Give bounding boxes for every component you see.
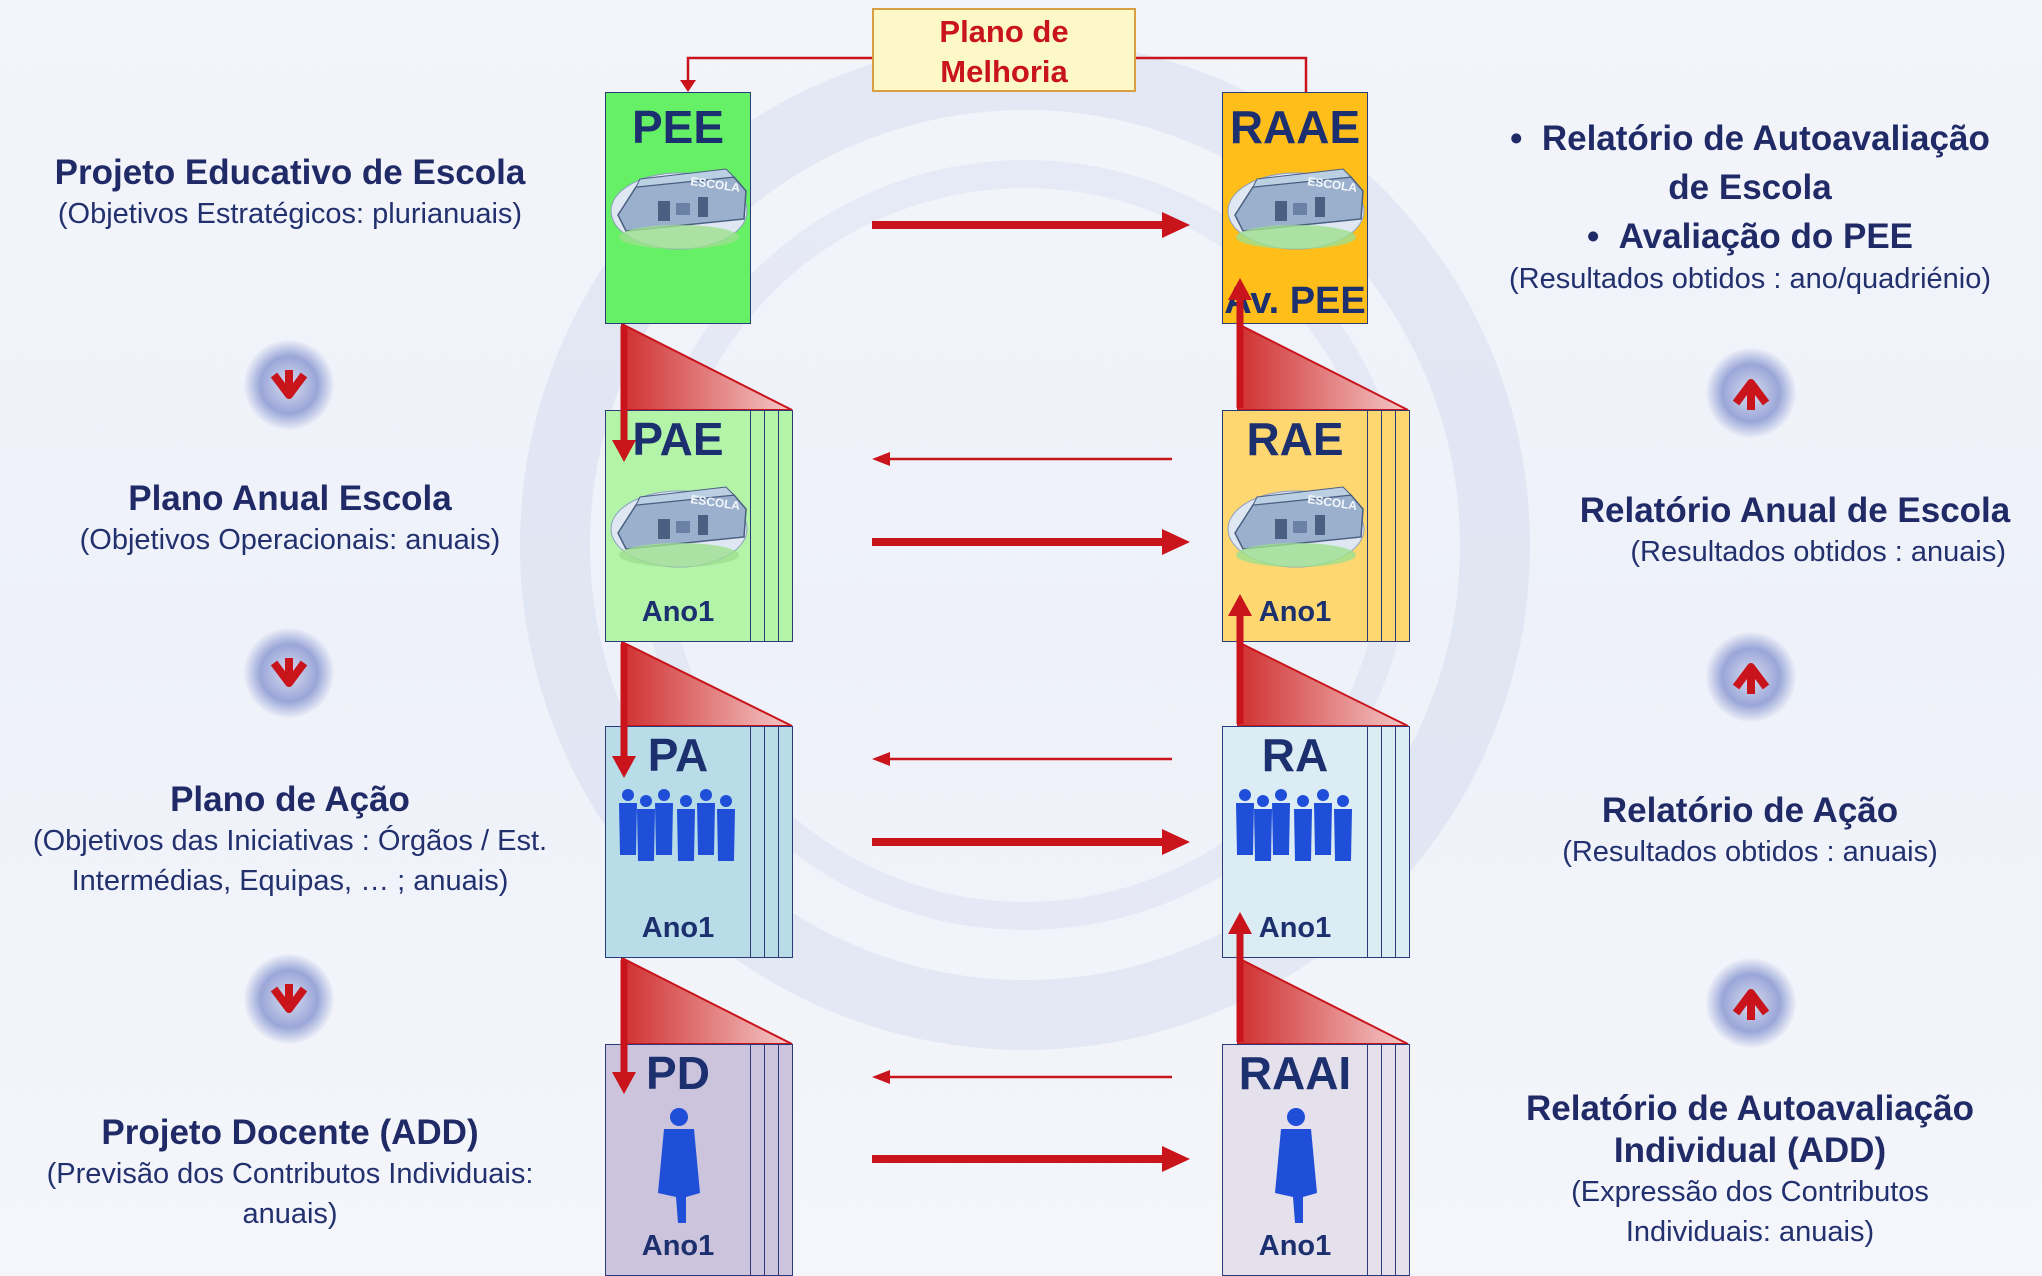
label-title: Projeto Educativo de Escola	[54, 153, 526, 192]
card-code: PAE	[632, 413, 724, 465]
label-sub: (Resultados obtidos : anuais)	[1562, 836, 1938, 868]
card-right-raai: RAAI Ano1	[1222, 1044, 1368, 1276]
card-subtitle: Ano1	[641, 596, 715, 628]
card-subtitle: Ano1	[1258, 912, 1332, 944]
up-arrow-icon	[1706, 958, 1796, 1048]
bullet-line-1: • Relatório de Autoavaliação	[1510, 119, 1990, 158]
plano-line2: Melhoria	[940, 54, 1068, 89]
card-code: PEE	[631, 101, 725, 153]
label-pd: Projeto Docente (ADD) (Previsão dos Cont…	[0, 1112, 580, 1234]
card-right-ra: RA Ano1	[1222, 726, 1368, 958]
label-ra: Relatório de Ação (Resultados obtidos : …	[1510, 790, 1990, 872]
label-rae: Relatório Anual de Escola (Resultados ob…	[1550, 490, 2040, 572]
plano-de-melhoria-box: Plano de Melhoria	[872, 8, 1136, 92]
plano-line1: Plano de	[939, 14, 1069, 49]
arrow-left-1-head	[872, 452, 890, 466]
bullet-line-2: • Avaliação do PEE	[1586, 217, 1914, 256]
card-subtitle: Ano1	[641, 912, 715, 944]
arrow-left-3-head	[872, 1070, 890, 1084]
arrow-right-3-head	[1162, 829, 1190, 855]
label-sub: (Objetivos Estratégicos: plurianuais)	[57, 198, 523, 230]
school-building-icon: ESCOLA	[606, 155, 750, 260]
card-subtitle: Av. PEE	[1224, 280, 1366, 322]
label-sub: (Resultados obtidos : anuais)	[1630, 536, 2006, 568]
card-code: PA	[647, 729, 709, 781]
label-title: Relatório Anual de Escola	[1579, 491, 2011, 530]
card-right-raae: RAAE ESCOLA Av. PEE	[1222, 92, 1368, 324]
school-building-icon: ESCOLA	[1223, 473, 1367, 578]
label-title: Projeto Docente (ADD)	[101, 1113, 479, 1152]
school-building-icon: ESCOLA	[606, 473, 750, 578]
card-subtitle: Ano1	[1258, 596, 1332, 628]
label-sub: (Objetivos das Iniciativas : Órgãos / Es…	[32, 825, 548, 857]
label-sub: (Objetivos Operacionais: anuais)	[79, 524, 501, 556]
label-bullet1a: Relatório de Autoavaliação	[1541, 119, 1990, 158]
card-subtitle: Ano1	[1258, 1230, 1332, 1262]
down-arrow-icon	[244, 340, 334, 430]
label-sub2: Individuais: anuais)	[1625, 1216, 1875, 1248]
label-bullet1b: de Escola	[1668, 168, 1832, 207]
label-sub: (Expressão dos Contributos	[1571, 1176, 1929, 1208]
escola-sign-text: ESCOLA	[690, 174, 742, 195]
plano-connector-left	[686, 56, 872, 88]
label-sub: (Previsão dos Contributos Individuais:	[46, 1158, 534, 1190]
label-title: Relatório de Ação	[1601, 791, 1899, 830]
label-title: Plano Anual Escola	[128, 479, 452, 518]
up-arrow-icon	[1706, 348, 1796, 438]
card-right-rae: RAE ESCOLA Ano1	[1222, 410, 1368, 642]
label-pee: Projeto Educativo de Escola (Objetivos E…	[20, 152, 560, 234]
arrow-right-1-head	[1162, 212, 1190, 238]
people-group-icon	[606, 787, 750, 902]
label-pa: Plano de Ação (Objetivos das Iniciativas…	[0, 779, 580, 901]
people-group-icon	[1223, 787, 1367, 902]
arrow-up-3-head	[1228, 912, 1252, 934]
label-title2: Individual (ADD)	[1613, 1131, 1887, 1170]
card-code: RAAI	[1238, 1047, 1352, 1099]
escola-sign-text: ESCOLA	[690, 492, 742, 513]
label-sub2: anuais)	[242, 1198, 338, 1230]
down-arrow-icon	[244, 954, 334, 1044]
card-left-pee: PEE ESCOLA	[605, 92, 751, 324]
person-icon	[606, 1105, 750, 1230]
label-title: Plano de Ação	[170, 780, 410, 819]
arrow-up-1-head	[1228, 278, 1252, 300]
arrow-right-4-head	[1162, 1146, 1190, 1172]
label-sub: (Resultados obtidos : ano/quadriénio)	[1508, 263, 1992, 295]
arrow-up-2-head	[1228, 594, 1252, 616]
card-code: PD	[646, 1047, 710, 1099]
card-code: RAE	[1246, 413, 1344, 465]
arrow-down-2-head	[612, 756, 636, 778]
arrow-down-3-head	[612, 1072, 636, 1094]
card-subtitle: Ano1	[641, 1230, 715, 1262]
label-raae: • Relatório de Autoavaliação de Escola •…	[1470, 114, 2030, 297]
arrow-down-1-head	[612, 440, 636, 462]
plano-connector-right	[1136, 56, 1308, 92]
escola-sign-text: ESCOLA	[1307, 492, 1359, 513]
escola-sign-text: ESCOLA	[1307, 174, 1359, 195]
card-code: RA	[1261, 729, 1329, 781]
plano-connector-arrowhead	[680, 80, 696, 92]
school-building-icon: ESCOLA	[1223, 155, 1367, 260]
card-code: RAAE	[1229, 101, 1361, 153]
label-raai: Relatório de Autoavaliação Individual (A…	[1500, 1088, 2000, 1252]
down-arrow-icon	[244, 628, 334, 718]
label-sub2: Intermédias, Equipas, … ; anuais)	[71, 865, 509, 897]
label-pae: Plano Anual Escola (Objetivos Operaciona…	[20, 478, 560, 560]
arrow-left-2-head	[872, 752, 890, 766]
label-bullet2: Avaliação do PEE	[1618, 217, 1914, 256]
arrow-right-2-head	[1162, 529, 1190, 555]
up-arrow-icon	[1706, 632, 1796, 722]
label-title1: Relatório de Autoavaliação	[1526, 1089, 1974, 1128]
person-icon	[1223, 1105, 1367, 1230]
